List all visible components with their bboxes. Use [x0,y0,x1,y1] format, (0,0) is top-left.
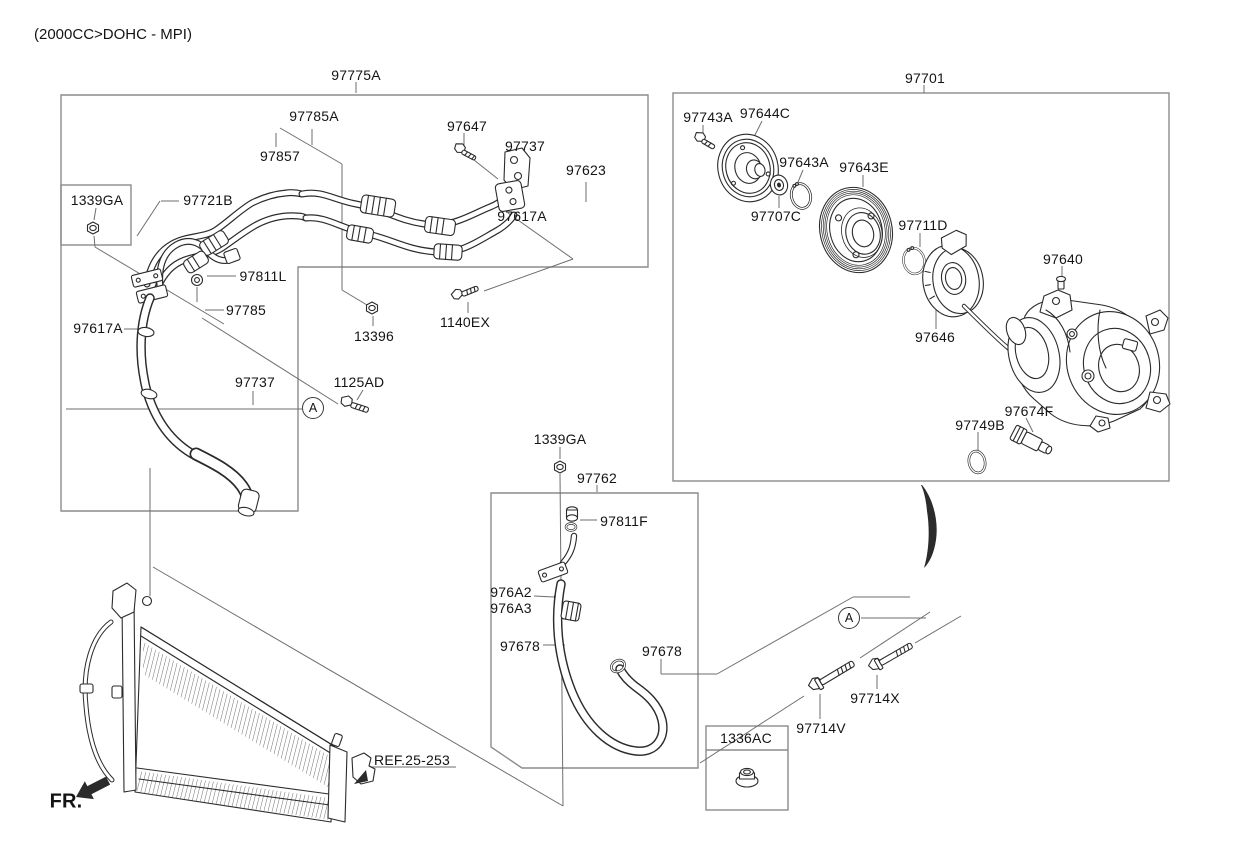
nut-1339ga-left [86,221,100,235]
pipe-muffler [359,194,397,218]
cap-97811f [565,506,579,522]
discharge-pipe-assembly-drawing [86,143,531,413]
pipe-flange [130,268,164,288]
compressor-body-drawing [1005,289,1171,433]
pipe-muffler [199,230,229,256]
snap-ring-97643a-drawing [789,182,813,210]
bearing-97707c-drawing [769,174,789,196]
bolt-97647 [454,143,477,161]
nut-13396 [365,301,379,315]
pulley-97643e-drawing [819,186,893,274]
pipe-muffler [424,215,456,237]
condenser-inlet [141,595,153,607]
condenser-right-header [327,733,348,823]
pipe-muffler [433,243,463,261]
nut-1339ga-mid [553,460,567,474]
condenser-top-bracket [111,582,137,619]
pipe-muffler [183,250,209,274]
suction-hose-drawing [136,293,260,517]
bolt-1140ex [450,285,479,300]
bolt-1125ad [340,395,370,413]
hose-end-ring [610,658,626,674]
condenser-left-header [111,599,137,793]
pipe-97721b-drawing [156,237,241,291]
box-97701 [672,92,1170,482]
fr-direction-arrow [76,776,111,800]
bolt-97714v [807,660,855,691]
liquid-hose-97762-drawing [537,460,668,756]
box-97775a [60,94,649,512]
condenser-mount-bracket [351,752,376,785]
hose-end-fitting [237,488,260,517]
assembly-boxes [60,92,1170,811]
pipe-muffler [345,224,375,244]
hose-collar [560,600,582,622]
bolt-97714x [868,642,913,671]
ring-97811f [564,522,578,532]
nut-1336ac-drawing [735,767,759,788]
snap-ring-97711d-drawing [902,246,926,276]
fitting-block-97617a [494,147,531,212]
grommet-97811l [190,273,204,287]
o-ring-97749b-drawing [967,449,987,475]
bolt-97743a [694,131,716,150]
valve-97640-drawing [1055,275,1067,290]
condenser-drawing [79,582,376,823]
flow-accent-stroke [921,485,937,568]
clutch-disc-97644c-drawing [717,133,779,203]
pressure-switch-97674f-drawing [1009,424,1053,455]
box-97762 [490,492,699,769]
hose-flange [537,561,569,583]
box-1339ga-notch [60,184,132,246]
receiver-drier-tube [79,619,115,783]
ref-arrowhead [354,770,368,784]
title-engine-spec: (2000CC>DOHC - MPI) [34,26,192,43]
